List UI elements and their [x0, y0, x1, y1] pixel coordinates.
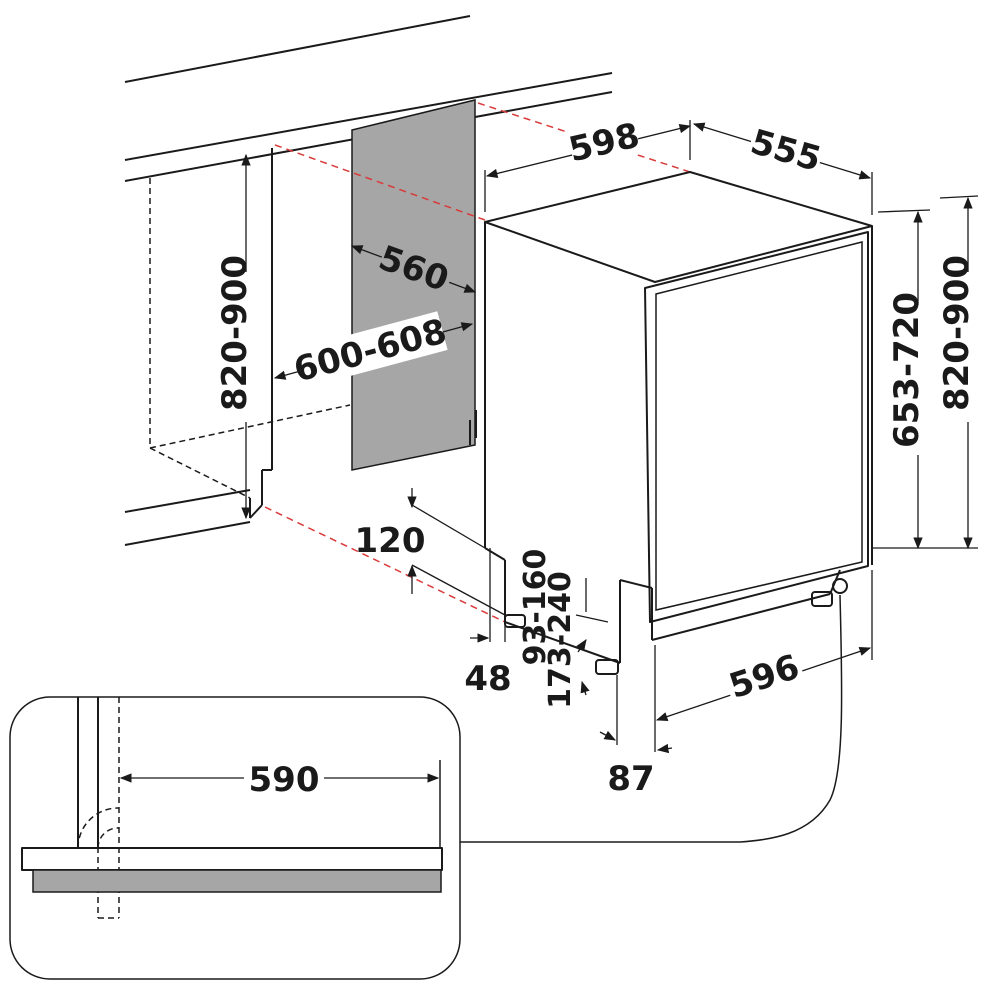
label-cabinet-depth: 555	[746, 122, 825, 180]
label-detail-width: 590	[249, 760, 320, 800]
adjustable-feet	[504, 578, 848, 675]
floor-lines	[124, 489, 251, 546]
label-body-width: 596	[724, 647, 804, 707]
detail-inset	[9, 696, 461, 980]
label-cabinet-width: 598	[565, 116, 643, 171]
label-plinth-height: 120	[355, 521, 426, 561]
label-appliance-height: 820-900	[937, 255, 977, 411]
label-door-height: 653-720	[887, 292, 927, 448]
label-niche-height: 820-900	[215, 255, 255, 411]
label-foot-adjust-rear: 173-240	[543, 571, 578, 709]
label-door-setback: 87	[607, 759, 654, 799]
dishwasher-body	[484, 171, 873, 664]
label-foot-adjust-front: 93-160	[518, 549, 553, 666]
label-plinth-offset: 48	[464, 659, 511, 699]
